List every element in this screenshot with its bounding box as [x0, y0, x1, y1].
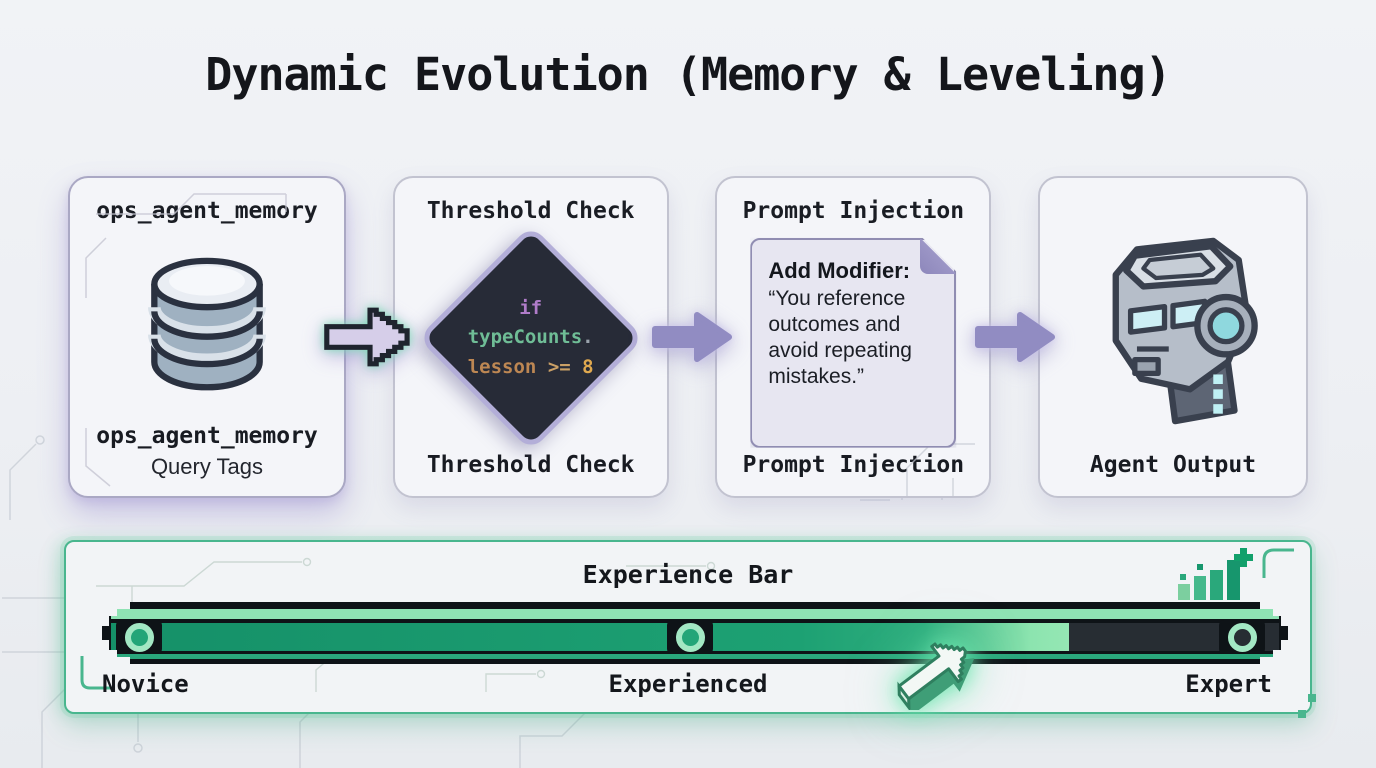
marker-ring-icon [675, 622, 705, 652]
experience-bar [102, 602, 1288, 664]
code-object: typeCounts [467, 325, 583, 348]
paper-fold-icon [920, 239, 955, 274]
pixel-arrow-right-icon [324, 307, 410, 367]
memory-card-sublabel: Query Tags [150, 453, 264, 479]
panel-pixel-notch [1308, 694, 1316, 702]
threshold-card: Threshold Check if typeCounts. lesson >=… [392, 176, 669, 498]
pixel-cursor-arrow-icon [887, 614, 1005, 710]
threshold-card-title: Threshold Check [426, 198, 635, 224]
threshold-card-label: Threshold Check [426, 452, 635, 479]
flow-arrow-3 [974, 297, 1055, 377]
experienced-marker [667, 620, 713, 654]
decision-diamond: if typeCounts. lesson >= 8 [417, 224, 644, 451]
marker-ring-icon [1227, 622, 1257, 652]
memory-card-title: ops_agent_memory [96, 198, 318, 224]
threshold-code: if typeCounts. lesson >= 8 [468, 293, 594, 381]
output-card-label: Agent Output [1089, 452, 1257, 479]
threshold-card-caption: Threshold Check [427, 451, 635, 480]
memory-card: ops_agent_memory ops_agent_memory [68, 176, 346, 498]
panel-pixel-notch [1298, 710, 1306, 718]
bar-fill [111, 623, 1069, 651]
memory-card-label: ops_agent_memory [96, 422, 318, 449]
flow-arrow-1 [324, 297, 410, 377]
prompt-card: Prompt Injection Add Modifier: “You refe… [715, 176, 992, 498]
code-property: lesson [467, 355, 537, 378]
output-card-caption: Agent Output [1090, 451, 1256, 480]
expert-marker [1219, 620, 1265, 654]
database-icon [132, 224, 282, 422]
bar-bottom-band [111, 654, 1279, 659]
prompt-card-title: Prompt Injection [742, 198, 965, 224]
flow-row: ops_agent_memory ops_agent_memory [68, 176, 1309, 498]
bar-highlight-band [111, 609, 1279, 619]
robot-icon [1067, 192, 1279, 451]
bar-chart-plus-icon [1170, 548, 1256, 602]
arrow-right-icon [652, 312, 732, 362]
code-if: if [519, 296, 543, 319]
arrow-right-icon [974, 312, 1055, 362]
level-labels: Novice Experienced Expert [66, 670, 1310, 704]
code-dot: . [582, 325, 594, 348]
novice-label: Novice [102, 670, 189, 698]
memory-card-caption: ops_agent_memory Query Tags [96, 422, 318, 480]
prompt-card-label: Prompt Injection [742, 452, 965, 479]
code-operator: >= [547, 355, 571, 378]
modifier-note: Add Modifier: “You reference outcomes an… [750, 238, 956, 448]
novice-marker [116, 620, 162, 654]
note-heading: Add Modifier: [768, 257, 911, 283]
code-number: 8 [582, 355, 594, 378]
output-card: Agent Output [1038, 176, 1309, 498]
note-body: “You reference outcomes and avoid repeat… [768, 286, 912, 388]
page-title: Dynamic Evolution (Memory & Leveling) [205, 48, 1171, 101]
expert-label: Expert [1185, 670, 1272, 698]
marker-ring-icon [124, 622, 154, 652]
corner-bracket-top-right [1262, 548, 1294, 578]
experience-panel: Experience Bar [64, 540, 1316, 718]
prompt-card-caption: Prompt Injection [743, 451, 965, 480]
flow-arrow-2 [652, 297, 732, 377]
experience-bar-title: Experience Bar [582, 560, 794, 589]
experienced-label: Experienced [608, 670, 768, 698]
